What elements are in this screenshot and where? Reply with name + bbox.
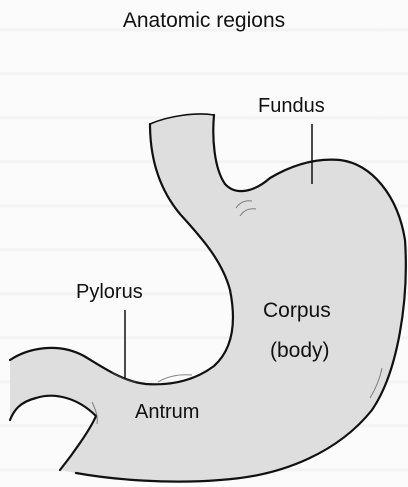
label-fundus: Fundus: [258, 96, 325, 116]
stomach-shape: [10, 114, 406, 482]
label-body: (body): [270, 340, 330, 361]
label-pylorus: Pylorus: [76, 282, 143, 302]
diagram-title: Anatomic regions: [0, 10, 408, 31]
label-corpus: Corpus: [263, 300, 331, 321]
label-antrum: Antrum: [135, 402, 199, 422]
